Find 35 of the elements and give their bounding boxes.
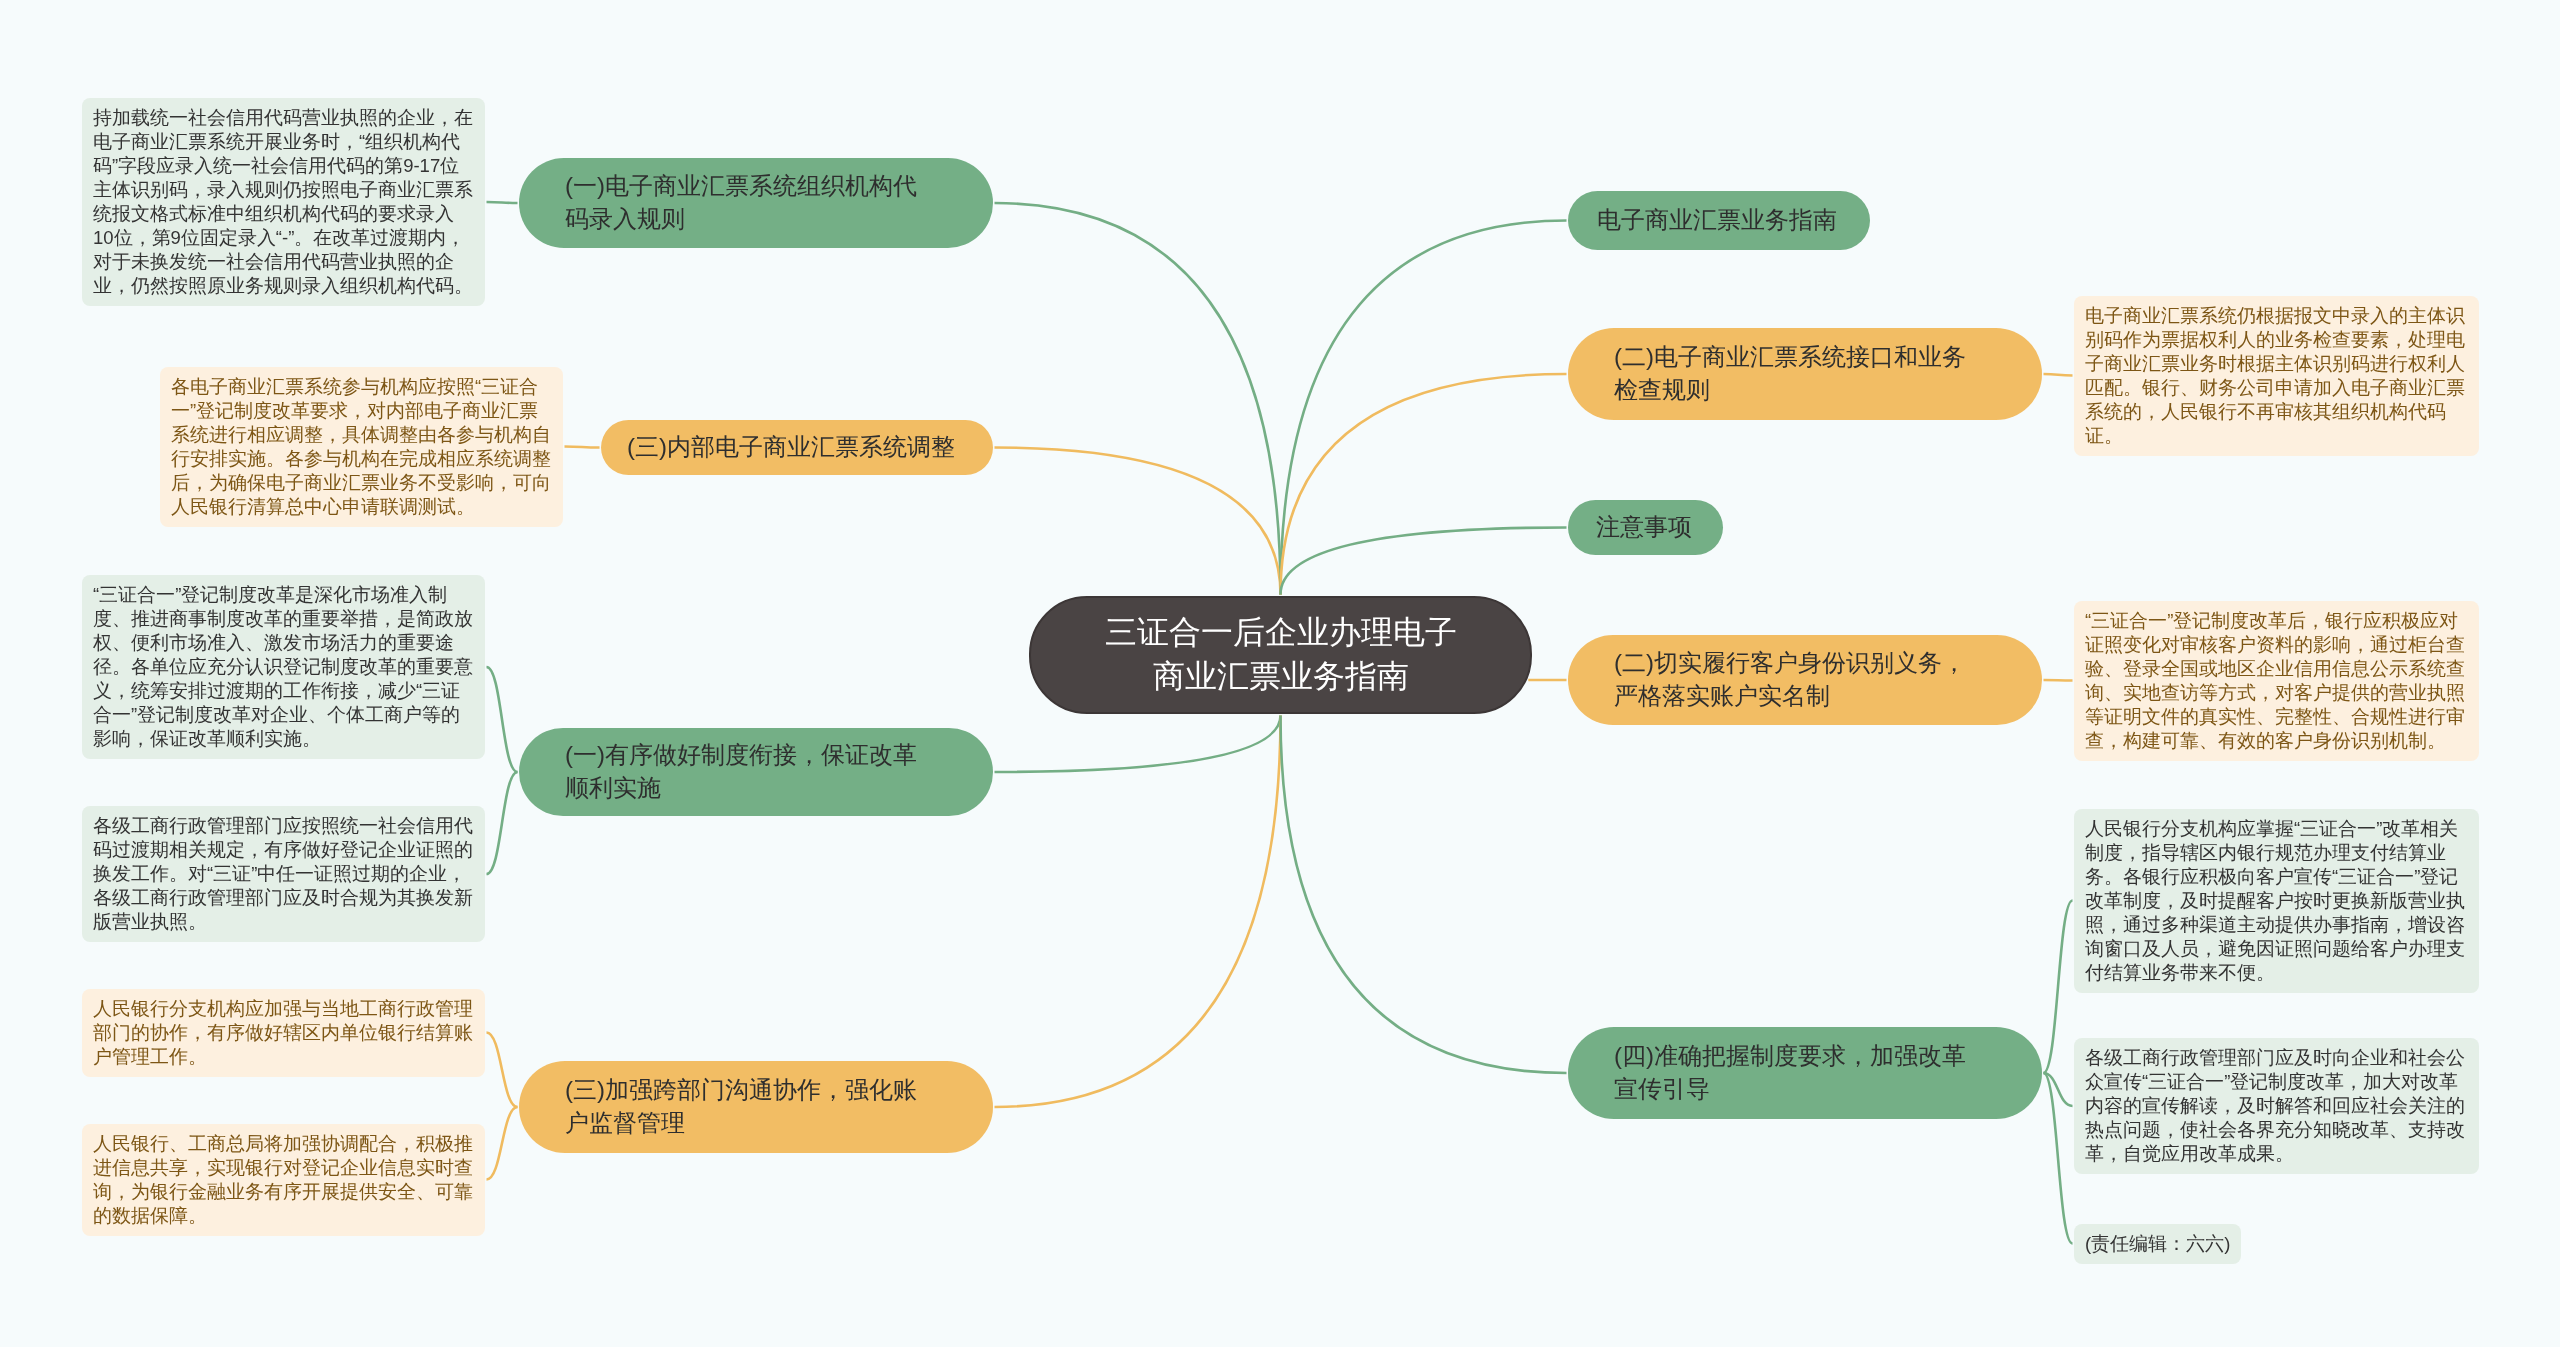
connector — [1528, 678, 1567, 682]
topic-pill: 电子商业汇票业务指南 — [1568, 191, 1870, 250]
editor-note: (责任编辑：六六) — [2074, 1223, 2242, 1264]
note-card: 持加载统一社会信用代码营业执照的企业，在电子商业汇票系统开展业务时，“组织机构代码”字段应录入统一社会信用代码的第9-17位主体识别码，录入规则仍按照电子商业汇票系统报文格式标准中组织机构代码的要求录入10位，第9位固定录入“-”。在改革过渡期内，对于未换发统一社会信用代码营业执照的企业，仍然按照原业务规则录入组织机构代码。 — [82, 98, 485, 306]
connector — [1279, 715, 1567, 1075]
topic-pill: (三)加强跨部门沟通协作，强化账户监督管理 — [519, 1061, 993, 1153]
central-topic: 三证合一后企业办理电子商业汇票业务指南 — [1029, 596, 1532, 714]
note-card: 各级工商行政管理部门应按照统一社会信用代码过渡期相关规定，有序做好登记企业证照的换发工作。对“三证”中任一证照过期的企业，各级工商行政管理部门应及时合规为其换发新版营业执照。 — [82, 806, 485, 942]
note-card: “三证合一”登记制度改革后，银行应积极应对证照变化对审核客户资料的影响，通过柜台查验、登录全国或地区企业信用信息公示系统查询、实地查访等方式，对客户提供的营业执照等证明文件的真实性、完整性、合规性进行审查，构建可靠、有效的客户身份识别机制。 — [2074, 600, 2479, 761]
connector — [564, 445, 600, 449]
note-card: 人民银行分支机构应加强与当地工商行政管理部门的协作，有序做好辖区内单位银行结算账户管理工作。 — [82, 988, 485, 1077]
topic-pill: (一)电子商业汇票系统组织机构代码录入规则 — [519, 158, 993, 248]
note-card: 人民银行、工商总局将加强协调配合，积极推进信息共享，实现银行对登记企业信息实时查询，为银行金融业务有序开展提供安全、可靠的数据保障。 — [82, 1123, 485, 1236]
connector — [485, 770, 519, 876]
connector — [2042, 899, 2074, 1074]
note-card: “三证合一”登记制度改革是深化市场准入制度、推进商事制度改革的重要举措，是简政放权、便利市场准入、激发市场活力的重要途径。各单位应充分认识登记制度改革的重要意义，统筹安排过渡期的工作衔接，减少“三证合一”登记制度改革对企业、个体工商户等的影响，保证改革顺利实施。 — [82, 575, 485, 759]
topic-pill: (二)切实履行客户身份识别义务，严格落实账户实名制 — [1568, 635, 2042, 725]
connector — [486, 1105, 518, 1181]
connector — [486, 1031, 518, 1109]
note-card: 各电子商业汇票系统参与机构应按照“三证合一”登记制度改革要求，对内部电子商业汇票系统进行相应调整，具体调整由各参与机构自行安排实施。各参与机构在完成相应系统调整后，为确保电子商业汇票业务不受影响，可向人民银行清算总中心申请联调测试。 — [160, 366, 563, 527]
connector — [1279, 526, 1567, 595]
note-card: 电子商业汇票系统仍根据报文中录入的主体识别码作为票据权利人的业务检查要素，处理电子商业汇票业务时根据主体识别码进行权利人匹配。银行、财务公司申请加入电子商业汇票系统的，人民银行不再审核其组织机构代码证。 — [2074, 295, 2479, 456]
topic-pill: (四)准确把握制度要求，加强改革宣传引导 — [1568, 1027, 2042, 1119]
connector — [2043, 678, 2073, 682]
note-card: 人民银行分支机构应掌握“三证合一”改革相关制度，指导辖区内银行规范办理支付结算业务。各银行应积极向客户宣传“三证合一”登记改革制度，及时提醒客户按时更换新版营业执照，通过多种渠道主动提供办事指南，增设咨询窗口及人员，避免因证照问题给客户办理支付结算业务带来不便。 — [2074, 808, 2479, 993]
topic-pill: (一)有序做好制度衔接，保证改革顺利实施 — [519, 728, 993, 816]
note-card: 各级工商行政管理部门应及时向企业和社会公众宣传“三证合一”登记制度改革，加大对改革内容的宣传解读，及时解答和回应社会关注的热点问题，使社会各界充分知晓改革、支持改革，自觉应用改革成果。 — [2074, 1038, 2479, 1174]
topic-pill: (二)电子商业汇票系统接口和业务检查规则 — [1568, 328, 2042, 420]
connector — [486, 200, 518, 205]
connector — [2043, 1071, 2073, 1108]
connector — [2043, 372, 2073, 377]
connector — [485, 665, 519, 774]
topic-pill: (三)内部电子商业汇票系统调整 — [601, 420, 993, 475]
connector — [2042, 1072, 2074, 1245]
topic-pill: 注意事项 — [1568, 500, 1723, 555]
